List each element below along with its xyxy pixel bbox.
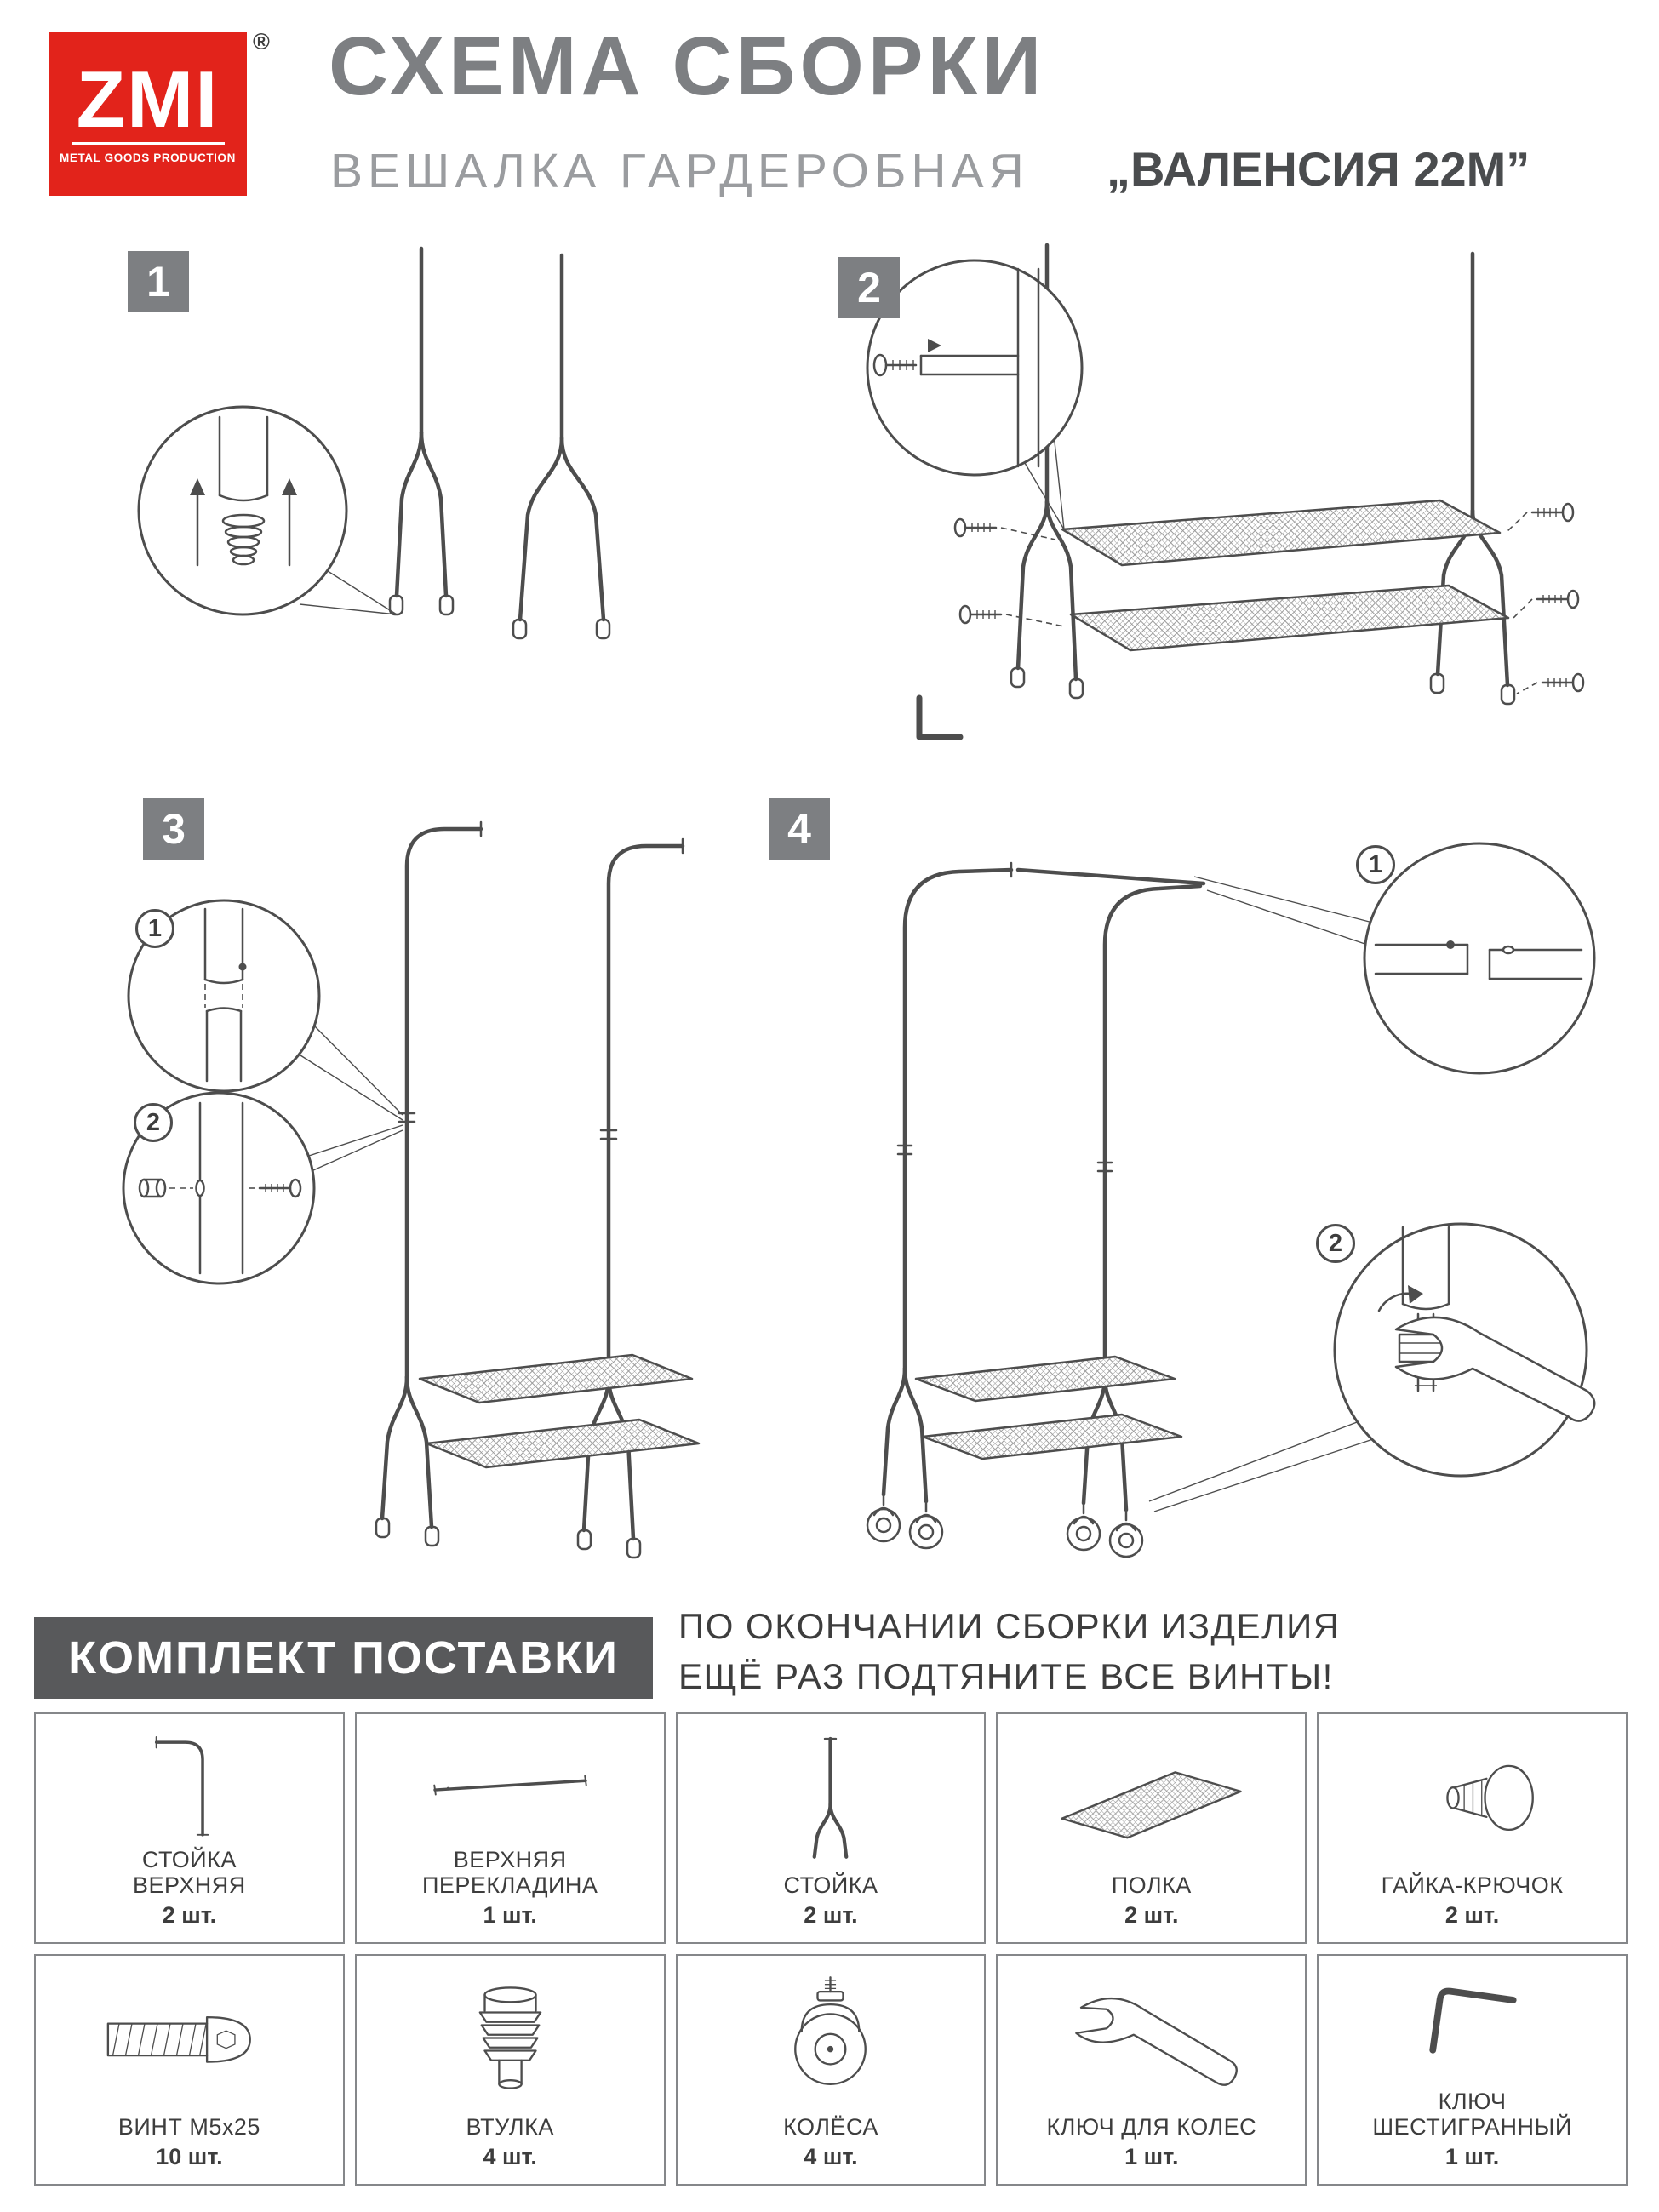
part-screw: ВИНТ М5х25 10 шт. <box>34 1954 345 2186</box>
magnifier-circle-1 <box>1363 842 1596 1075</box>
part-name: ВТУЛКА <box>466 2113 554 2140</box>
part-caster: КОЛЁСА 4 шт. <box>675 1954 987 2186</box>
parts-grid: СТОЙКА ВЕРХНЯЯ 2 шт. ВЕРХНЯЯ ПЕРЕКЛАДИНА… <box>34 1712 1628 2186</box>
frame-and-shelves <box>1010 243 1516 706</box>
product-type-subtitle: ВЕШАЛКА ГАРДЕРОБНАЯ <box>330 144 1029 198</box>
part-name: ВИНТ М5х25 <box>117 2113 260 2140</box>
part-name: КЛЮЧ ДЛЯ КОЛЕС <box>1046 2113 1257 2140</box>
callout-1-badge: 1 <box>1356 845 1395 884</box>
part-hook-nut: ГАЙКА-КРЮЧОК 2 шт. <box>1317 1712 1628 1944</box>
bushing-insert-detail <box>190 415 297 567</box>
part-hex-key: КЛЮЧ ШЕСТИГРАННЫЙ 1 шт. <box>1317 1954 1628 2186</box>
step-1-section: 1 <box>85 230 732 783</box>
shelf-icon <box>1004 1723 1298 1872</box>
wheel-wrench-icon <box>1004 1964 1298 2114</box>
upper-pole-icon <box>43 1723 336 1847</box>
note-line-1: ПО ОКОНЧАНИИ СБОРКИ ИЗДЕЛИЯ <box>678 1606 1341 1646</box>
screw-into-pole-detail <box>138 1101 302 1275</box>
callout-2-badge: 2 <box>134 1103 173 1142</box>
crossbar-pin-detail <box>1374 940 1583 980</box>
hex-key-tool <box>916 694 964 740</box>
part-name: СТОЙКА ВЕРХНЯЯ <box>132 1846 246 1898</box>
part-crossbar: ВЕРХНЯЯ ПЕРЕКЛАДИНА 1 шт. <box>354 1712 666 1944</box>
step-4-number-badge: 4 <box>769 798 830 860</box>
part-qty: 2 шт. <box>1444 1902 1500 1928</box>
screw-joint-detail <box>872 267 1040 468</box>
part-pole: СТОЙКА 2 шт. <box>675 1712 987 1944</box>
logo-divider <box>71 142 225 146</box>
step-3-section: 3 1 2 <box>81 781 787 1615</box>
part-name: КОЛЁСА <box>783 2113 878 2140</box>
part-upper-pole: СТОЙКА ВЕРХНЯЯ 2 шт. <box>34 1712 345 1944</box>
part-name: СТОЙКА <box>783 1872 878 1898</box>
caster-icon <box>684 1964 978 2114</box>
part-qty: 1 шт. <box>1444 2144 1500 2169</box>
note-line-2: ЕЩЁ РАЗ ПОДТЯНИТЕ ВСЕ ВИНТЫ! <box>678 1655 1334 1696</box>
step2-diagram <box>866 243 1585 740</box>
part-name: ГАЙКА-КРЮЧОК <box>1381 1872 1564 1898</box>
step4-diagram <box>866 842 1596 1558</box>
step-2-number-badge: 2 <box>838 257 900 318</box>
side-frames <box>388 246 611 640</box>
part-wheel-wrench: КЛЮЧ ДЛЯ КОЛЕС 1 шт. <box>996 1954 1307 2186</box>
crossbar-icon <box>363 1723 657 1847</box>
step-3-number-badge: 3 <box>143 798 204 860</box>
part-qty: 1 шт. <box>483 1902 537 1928</box>
shelf-screws <box>916 502 1585 740</box>
part-qty: 1 шт. <box>1124 2144 1179 2169</box>
part-name: ВЕРХНЯЯ ПЕРЕКЛАДИНА <box>421 1846 598 1898</box>
hook-nut-icon <box>1325 1723 1619 1872</box>
logo-tagline: METAL GOODS PRODUCTION <box>60 151 236 165</box>
product-model-name: „ВАЛЕНСИЯ 22М” <box>1107 142 1530 196</box>
step3-diagram <box>122 820 701 1559</box>
part-qty: 2 шт. <box>1124 1902 1179 1928</box>
magnifier-circle-2 <box>122 1091 316 1285</box>
part-bushing: ВТУЛКА 4 шт. <box>354 1954 666 2186</box>
part-name: ПОЛКА <box>1111 1872 1192 1898</box>
part-qty: 2 шт. <box>804 1902 858 1928</box>
callout-1-badge: 1 <box>135 909 174 948</box>
registered-trademark-icon: ® <box>253 29 270 54</box>
screw-icon <box>43 1964 336 2114</box>
rack-with-poles <box>375 820 701 1559</box>
page-title: СХЕМА СБОРКИ <box>329 20 1046 112</box>
pole-icon <box>684 1723 978 1872</box>
step1-diagram <box>137 246 611 640</box>
callout-2-badge: 2 <box>1316 1224 1355 1263</box>
part-qty: 10 шт. <box>156 2144 223 2169</box>
part-qty: 4 шт. <box>483 2144 537 2169</box>
step-2-section: 2 <box>792 230 1634 792</box>
step-1-number-badge: 1 <box>128 251 189 312</box>
logo-brand-text: ZMI <box>76 54 220 144</box>
pole-joint-detail <box>203 907 247 1083</box>
magnifier-circle <box>137 405 348 616</box>
bushing-icon <box>363 1964 657 2114</box>
part-shelf: ПОЛКА 2 шт. <box>996 1712 1307 1944</box>
zmi-logo: ZMI METAL GOODS PRODUCTION <box>49 32 247 196</box>
magnifier-circle <box>866 259 1084 477</box>
wrench-nut-detail <box>1377 1226 1596 1422</box>
hex-key-icon <box>1325 1964 1619 2089</box>
step-4-section: 4 1 2 <box>730 781 1633 1615</box>
part-qty: 4 шт. <box>804 2144 858 2169</box>
magnifier-circle-1 <box>127 899 321 1093</box>
assembled-rack <box>866 861 1206 1558</box>
part-qty: 2 шт. <box>162 1902 217 1928</box>
package-contents-header: КОМПЛЕКТ ПОСТАВКИ <box>34 1617 653 1699</box>
final-tightening-note: ПО ОКОНЧАНИИ СБОРКИ ИЗДЕЛИЯ ЕЩЁ РАЗ ПОДТ… <box>678 1602 1341 1702</box>
part-name: КЛЮЧ ШЕСТИГРАННЫЙ <box>1372 2088 1572 2140</box>
